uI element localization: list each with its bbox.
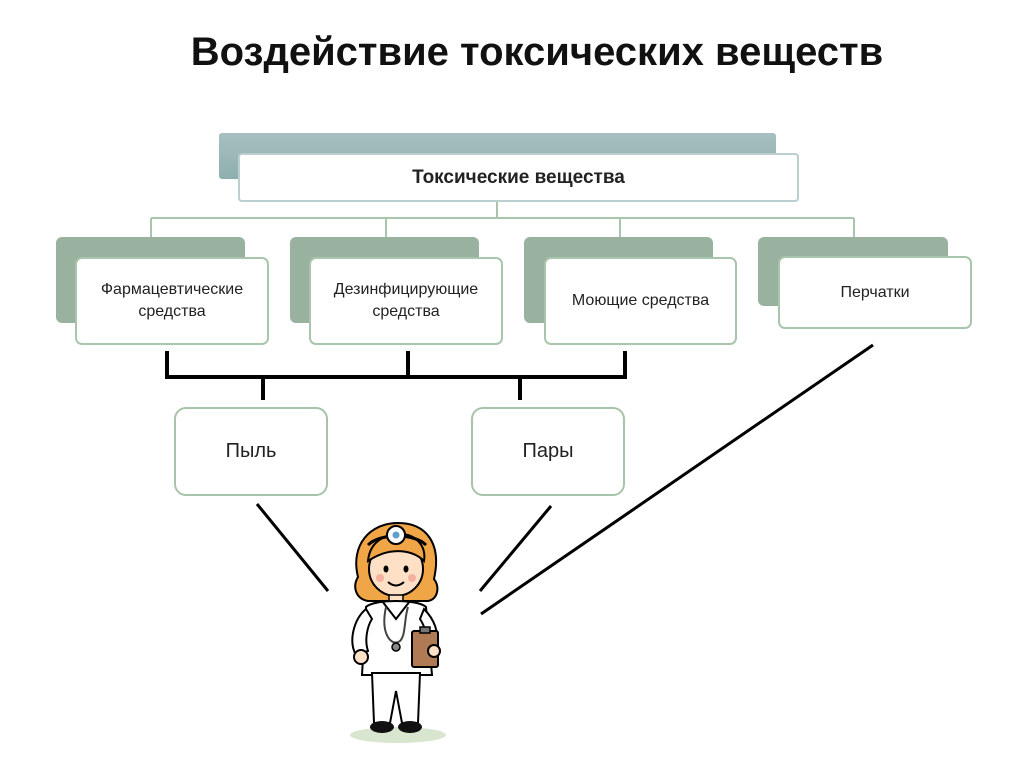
root-label: Токсические вещества xyxy=(412,166,625,188)
form-label: Пыль xyxy=(225,440,277,462)
form-vapors: Пары xyxy=(471,407,625,496)
tree-connectors xyxy=(150,201,855,237)
form-label: Пары xyxy=(522,440,574,462)
form-dust: Пыль xyxy=(174,407,328,496)
category-gloves: Перчатки xyxy=(778,256,972,329)
category-label: Моющие средства xyxy=(571,292,710,310)
category-pharmaceutical: Фармацевтические средства xyxy=(75,257,269,345)
category-disinfectant: Дезинфицирующие средства xyxy=(309,257,503,345)
category-detergent: Моющие средства xyxy=(544,257,737,345)
bracket-connector xyxy=(165,351,627,400)
page-title: Воздействие токсических веществ xyxy=(190,30,884,74)
category-label: Перчатки xyxy=(840,283,910,301)
root-node: Токсические вещества xyxy=(238,153,799,202)
category-label: Дезинфицирующие средства xyxy=(333,281,479,320)
exposure-lines xyxy=(255,343,874,616)
nurse-with-clipboard-icon xyxy=(350,521,446,743)
category-label: Фармацевтические средства xyxy=(100,281,244,320)
